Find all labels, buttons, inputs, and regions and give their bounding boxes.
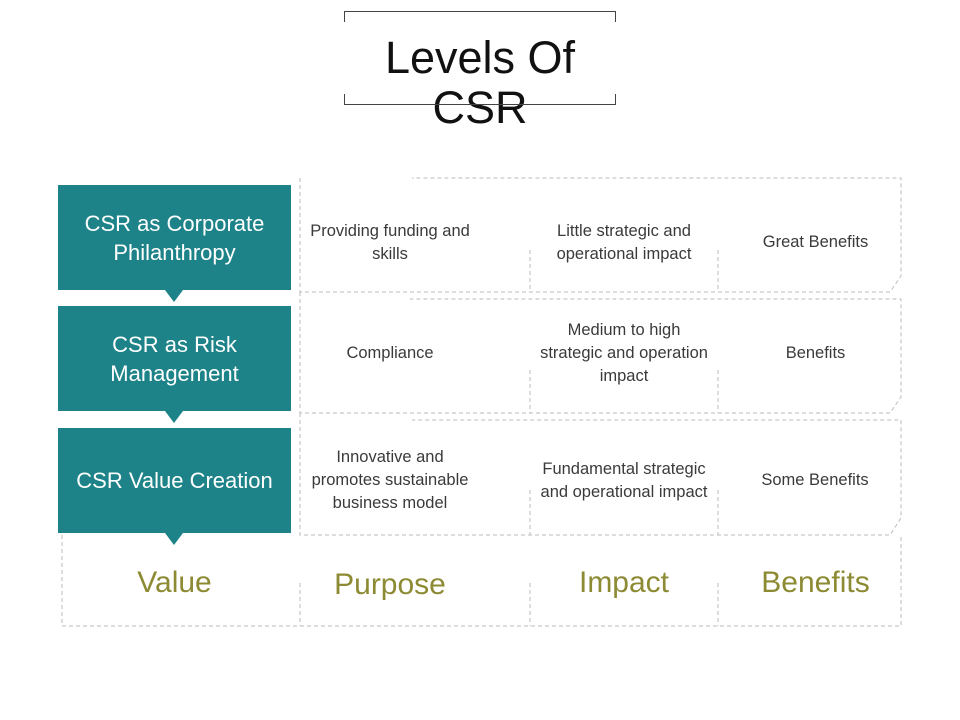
row-1-outline [299, 177, 902, 293]
level-3-arrow [165, 533, 183, 545]
level-box-value-creation: CSR Value Creation [58, 428, 291, 533]
row-3-impact: Fundamental strategic and operational im… [540, 459, 708, 501]
title-bracket-top [344, 11, 616, 22]
row-1-benefits: Great Benefits [762, 233, 869, 251]
footer-benefits-label: Benefits [761, 566, 870, 599]
footer-purpose-label: Purpose [334, 568, 446, 601]
level-box-corporate-philanthropy: CSR as Corporate Philanthropy [58, 185, 291, 290]
level-box-risk-management: CSR as Risk Management [58, 306, 291, 411]
row-2-outline [299, 292, 902, 414]
page-title: Levels Of CSR [384, 32, 576, 133]
footer-impact-label: Impact [578, 566, 670, 599]
footer-value-label: Value [137, 566, 212, 599]
row-1-impact: Little strategic and operational impact [556, 221, 692, 263]
row-2-impact: Medium to high strategic and operation i… [540, 321, 708, 385]
row-3-benefits: Some Benefits [761, 471, 869, 489]
row-2-purpose: Compliance [346, 344, 434, 362]
row-1-purpose: Providing funding and skills [310, 221, 470, 263]
level-2-arrow [165, 411, 183, 423]
title-bracket-bottom [344, 94, 616, 105]
row-3-outline [299, 413, 902, 536]
level-1-arrow [165, 290, 183, 302]
row-3-purpose: Innovative and promotes sustainable busi… [311, 448, 469, 512]
title-frame: Levels Of CSR [344, 11, 616, 133]
row-2-benefits: Benefits [785, 344, 846, 362]
footer-outline [61, 535, 902, 627]
